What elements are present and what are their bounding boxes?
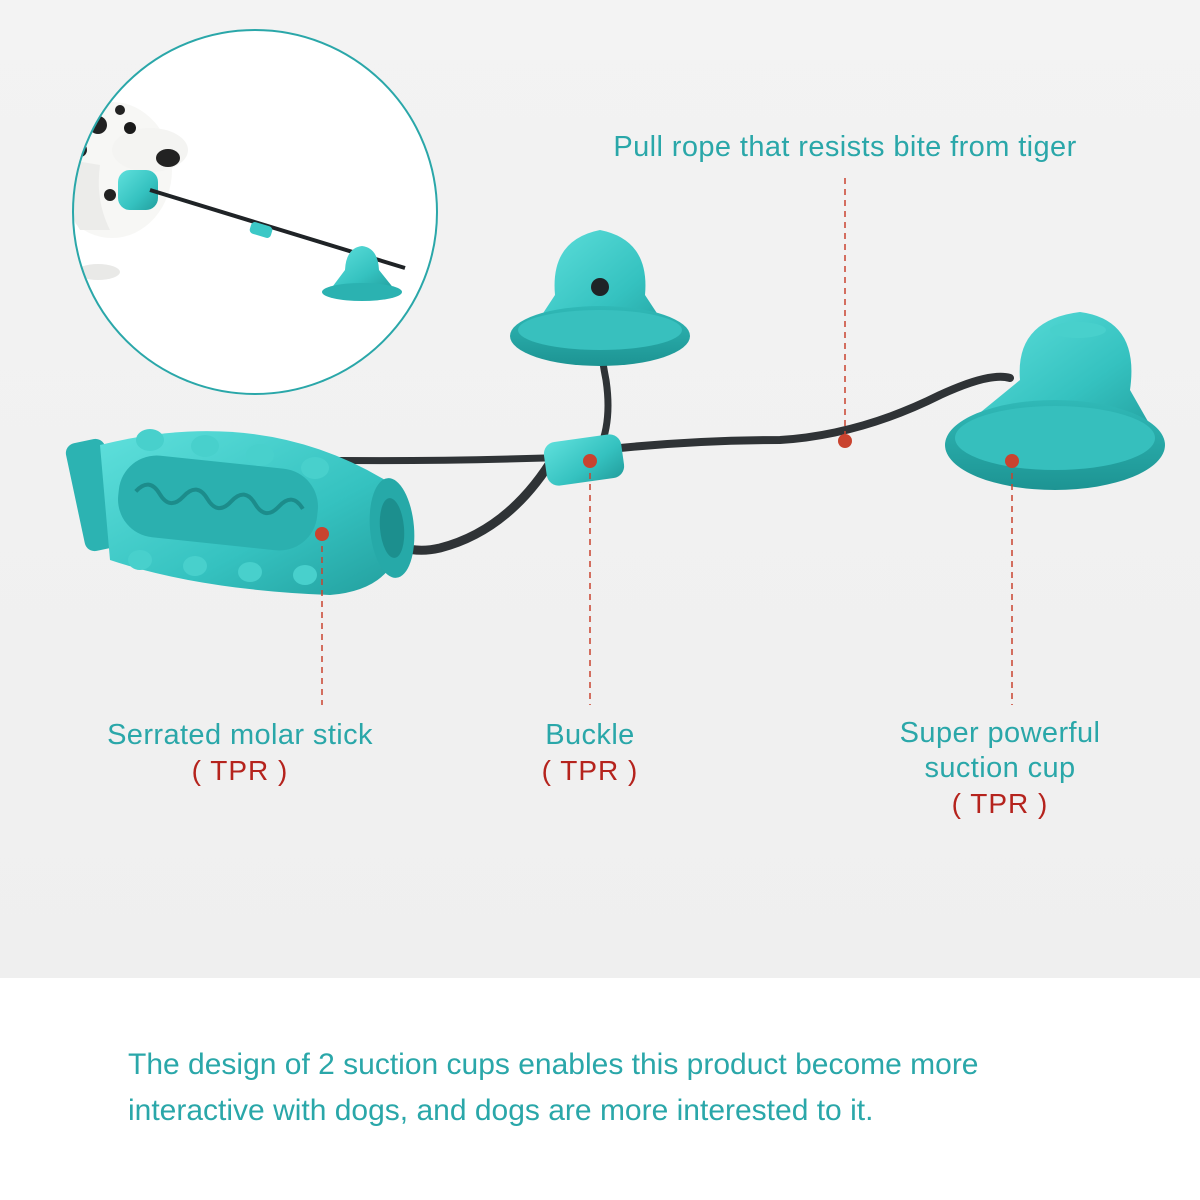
buckle-title: Buckle xyxy=(545,719,635,751)
cup-title-line2: suction cup xyxy=(924,752,1076,784)
callout-markers xyxy=(315,434,1019,541)
stick-label: Serrated molar stick ( TPR ) xyxy=(60,718,420,788)
product-description: The design of 2 suction cups enables thi… xyxy=(128,1042,1138,1134)
rope-label: Pull rope that resists bite from tiger xyxy=(560,130,1130,165)
stick-material: ( TPR ) xyxy=(191,755,289,786)
molar-stick xyxy=(65,429,415,595)
inset-dog-photo xyxy=(72,29,438,395)
cup-title-line1: Super powerful xyxy=(899,717,1101,749)
description-panel xyxy=(0,978,1200,1200)
callout-lines xyxy=(321,178,1013,705)
inset-toy xyxy=(118,170,406,301)
rope-title: Pull rope that resists bite from tiger xyxy=(613,131,1077,163)
suction-cup-large xyxy=(945,312,1165,490)
description-line-1: The design of 2 suction cups enables thi… xyxy=(128,1048,979,1081)
buckle-label: Buckle ( TPR ) xyxy=(490,718,690,788)
product-illustration xyxy=(65,29,1165,705)
description-line-2: interactive with dogs, and dogs are more… xyxy=(128,1094,874,1127)
stick-title: Serrated molar stick xyxy=(107,719,373,751)
buckle-material: ( TPR ) xyxy=(541,755,639,786)
cup-material: ( TPR ) xyxy=(951,788,1049,819)
suction-cup-small xyxy=(510,230,690,366)
cup-label: Super powerful suction cup ( TPR ) xyxy=(860,716,1140,821)
